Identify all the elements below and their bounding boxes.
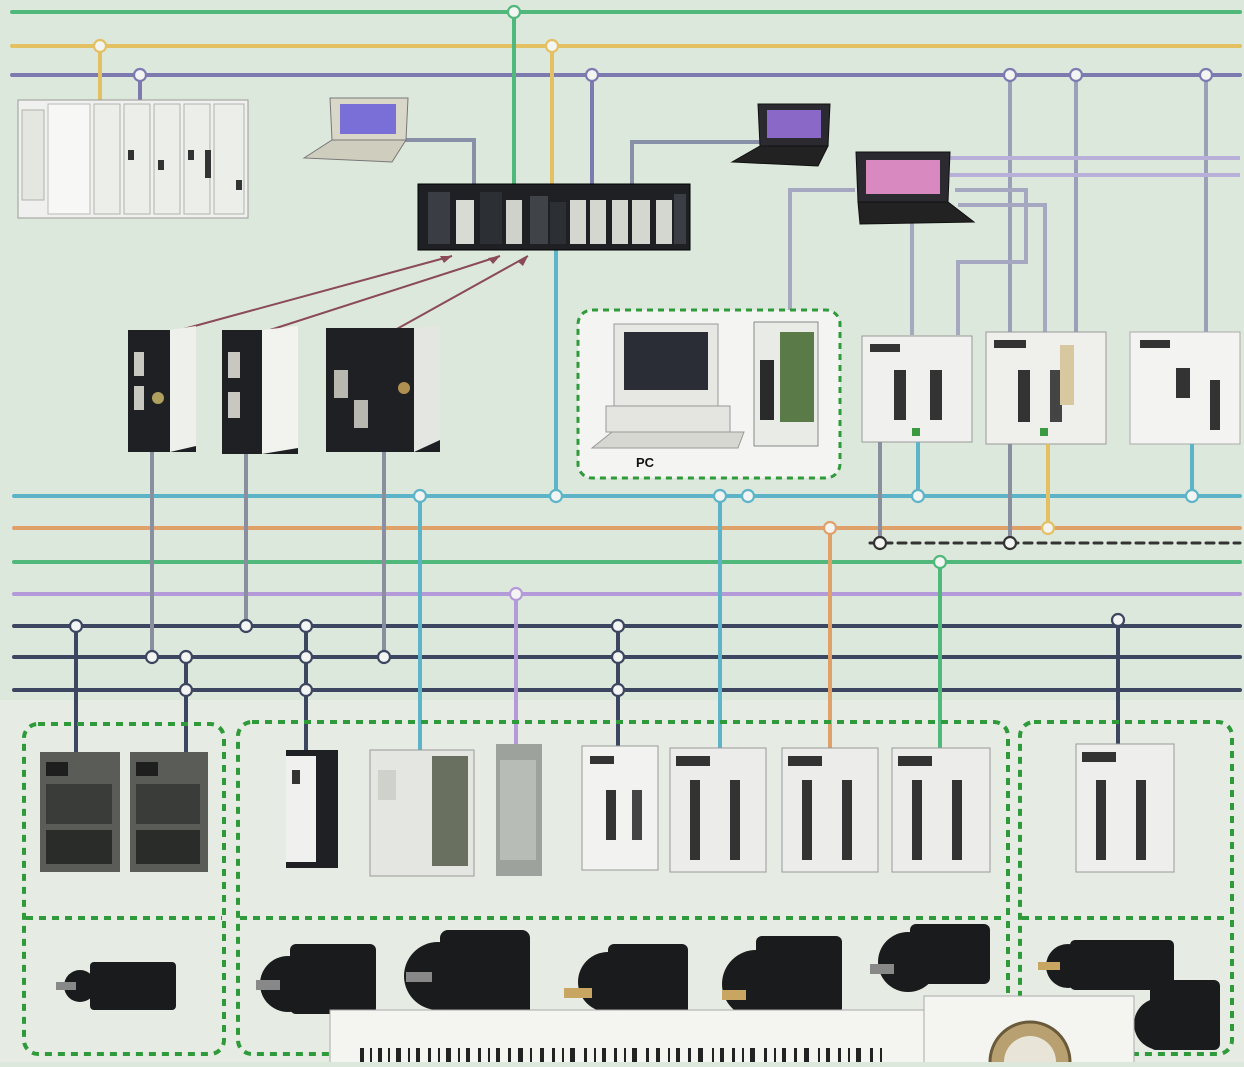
controller-module-icon — [128, 326, 196, 452]
servo-drive-icon — [286, 750, 338, 868]
servo-drive-icon — [862, 336, 972, 442]
pc-label: PC — [636, 455, 654, 470]
controller-module-icon — [222, 326, 298, 454]
servo-drive-icon — [1076, 744, 1174, 872]
reducer-gear-icon — [924, 996, 1134, 1062]
servo-drive-icon — [370, 750, 474, 876]
servo-drive-icon — [986, 332, 1106, 444]
servo-drive-icon — [670, 748, 766, 872]
servo-drive-icon — [782, 748, 878, 872]
controller-module-icon — [326, 326, 440, 452]
pc-group — [578, 310, 840, 478]
interface-card-icon — [754, 322, 818, 446]
servo-drive-icon — [496, 744, 542, 876]
barcode-label — [330, 1010, 926, 1062]
servo-drive-icon — [1130, 332, 1240, 444]
servo-drive-icon — [892, 748, 990, 872]
plc-rack-icon — [418, 184, 690, 250]
servo-drive-icon — [582, 746, 658, 870]
servo-drive-icon — [130, 752, 208, 872]
plc-rack-icon — [18, 100, 248, 218]
servo-drive-icon — [40, 752, 120, 872]
